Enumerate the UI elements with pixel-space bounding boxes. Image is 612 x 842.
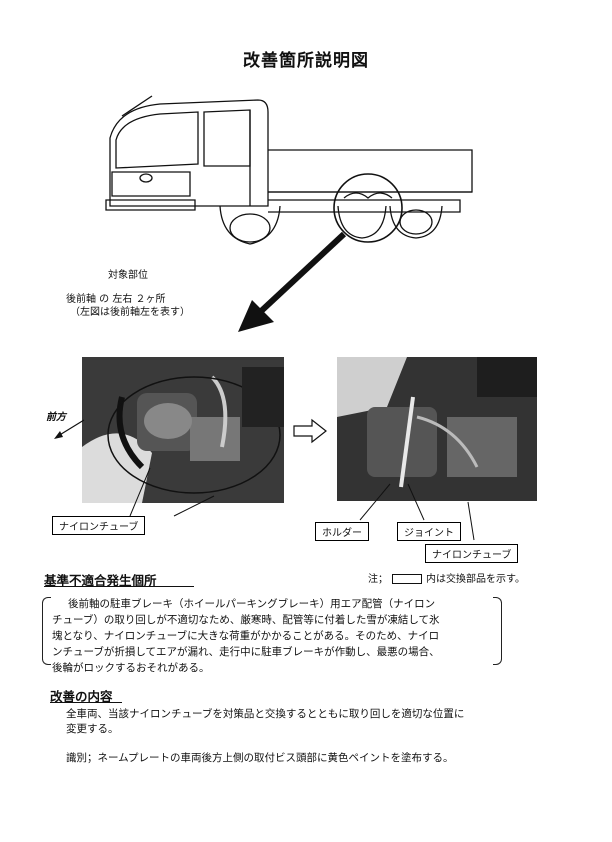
photo-before <box>82 357 284 503</box>
bracket-right <box>493 597 502 665</box>
improvement-heading-underline <box>50 702 122 703</box>
target-line1: 後前軸 の 左右 ２ヶ所 <box>66 294 166 305</box>
photo-after <box>337 357 537 501</box>
photo-after-image <box>337 357 537 501</box>
note-box <box>392 574 422 584</box>
defect-text: 後前軸の駐車ブレーキ（ホイールパーキングブレーキ）用エア配管（ナイロン チューブ… <box>52 596 504 676</box>
defect-line-3: 塊となり、ナイロンチューブに大きな荷重がかかることがある。そのため、ナイロ <box>52 630 440 642</box>
defect-description <box>42 597 502 665</box>
transition-arrow-icon <box>293 418 327 444</box>
defect-heading: 基準不適合発生個所 <box>44 573 157 588</box>
bracket-left <box>42 597 51 665</box>
callout-nylon-tube-right: ナイロンチューブ <box>425 544 519 563</box>
defect-line-2: チューブ）の取り回しが不適切なため、厳寒時、配管等に付着した雪が凍結して氷 <box>52 614 440 626</box>
note-prefix: 注； <box>368 574 388 585</box>
callout-joint: ジョイント <box>397 522 461 541</box>
truck-drawing <box>105 95 473 245</box>
improvement-line-1: 全車両、当該ナイロンチューブを対策品と交換するとともに取り回しを適切な位置に <box>66 708 465 720</box>
callout-holder: ホルダー <box>315 522 369 541</box>
callout-lines-left <box>129 467 215 517</box>
defect-line-1: 後前軸の駐車ブレーキ（ホイールパーキングブレーキ）用エア配管（ナイロン <box>68 598 436 610</box>
improvement-line-2: 変更する。 <box>66 723 119 735</box>
improvement-heading: 改善の内容 <box>50 689 113 704</box>
callout-nylon-tube-left: ナイロンチューブ <box>52 516 146 535</box>
replacement-note: 注； 内は交換部品を示す。 <box>368 573 525 586</box>
page-title: 改善箇所説明図 <box>243 51 369 71</box>
pointer-arrow <box>238 231 347 332</box>
direction-label: 前方 <box>46 412 66 423</box>
identification-line: 識別；ネームプレートの車両後方上側の取付ビス頭部に黄色ペイントを塗布する。 <box>66 752 454 764</box>
callout-lines-right <box>359 483 475 541</box>
photo-before-image <box>82 357 284 503</box>
direction-arrow-icon <box>54 419 85 439</box>
defect-heading-underline <box>44 586 194 587</box>
target-heading: 対象部位 <box>108 270 148 281</box>
note-suffix: 内は交換部品を示す。 <box>426 574 525 585</box>
defect-line-4: ンチューブが折損してエアが漏れ、走行中に駐車ブレーキが作動し、最悪の場合、 <box>52 646 440 658</box>
target-line2: （左図は後前軸左を表す） <box>70 307 190 318</box>
defect-line-5: 後輪がロックするおそれがある。 <box>52 662 210 674</box>
